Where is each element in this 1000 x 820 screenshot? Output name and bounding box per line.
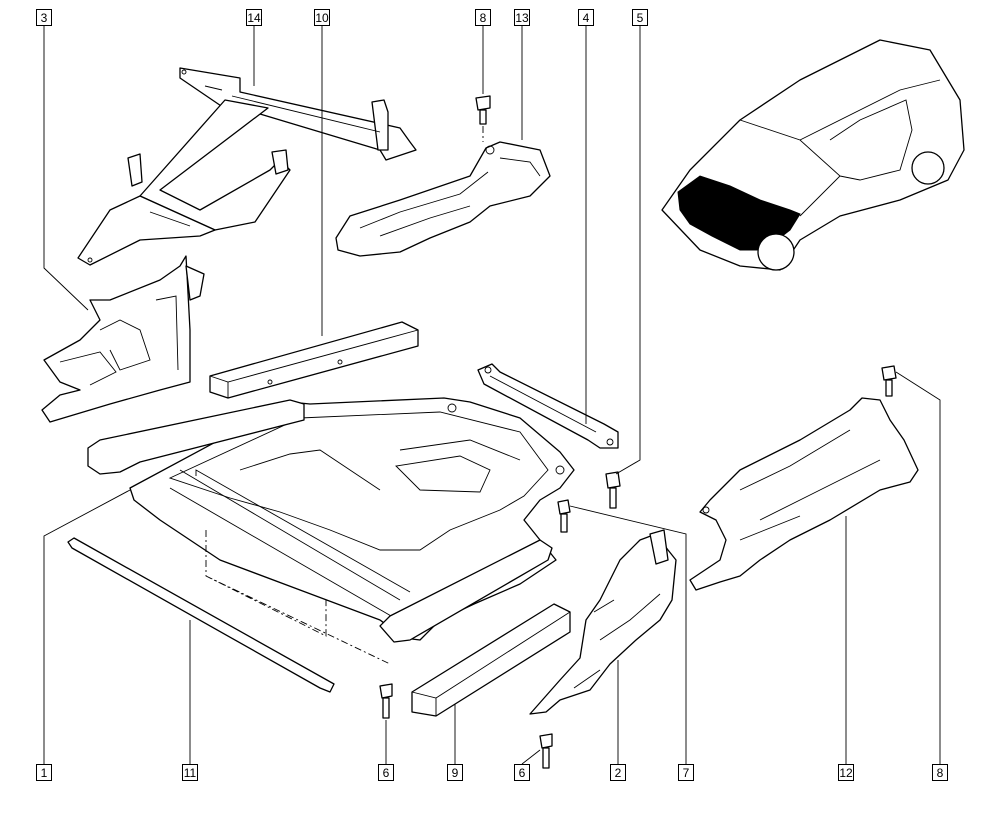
part-8-bolt-right — [881, 365, 897, 397]
part-6-bolt-left — [379, 683, 393, 719]
callout-13: 13 — [514, 9, 530, 26]
callout-4: 4 — [578, 9, 594, 26]
part-1-underbody-shield — [87, 397, 575, 665]
part-9-box-section — [411, 603, 571, 717]
part-13-engine-shield — [335, 141, 551, 257]
part-7-bolt — [557, 499, 571, 533]
callout-8-bottom: 8 — [932, 764, 948, 781]
part-14-cross-member — [77, 67, 417, 266]
callout-10: 10 — [314, 9, 330, 26]
part-6-bolt-right — [539, 733, 553, 769]
part-12-rear-shield — [689, 397, 919, 591]
callout-14: 14 — [246, 9, 262, 26]
callout-2: 2 — [610, 764, 626, 781]
part-10-longitudinal-member — [209, 321, 419, 399]
callout-1: 1 — [36, 764, 52, 781]
callout-8-top: 8 — [475, 9, 491, 26]
callout-6-right: 6 — [514, 764, 530, 781]
callout-6-left: 6 — [378, 764, 394, 781]
callout-12: 12 — [838, 764, 854, 781]
part-8-bolt-top — [475, 95, 491, 142]
leader-lines — [43, 26, 941, 765]
callout-3: 3 — [36, 9, 52, 26]
part-3-side-shield — [41, 255, 205, 423]
part-2-side-shield — [529, 529, 677, 715]
part-4-cross-stay — [477, 363, 619, 449]
callout-7: 7 — [678, 764, 694, 781]
part-5-bolt — [605, 471, 621, 509]
callout-9: 9 — [447, 764, 463, 781]
part-11-strip — [67, 537, 335, 693]
callout-11: 11 — [182, 764, 198, 781]
callout-5: 5 — [632, 9, 648, 26]
vehicle-thumbnail — [661, 39, 965, 271]
